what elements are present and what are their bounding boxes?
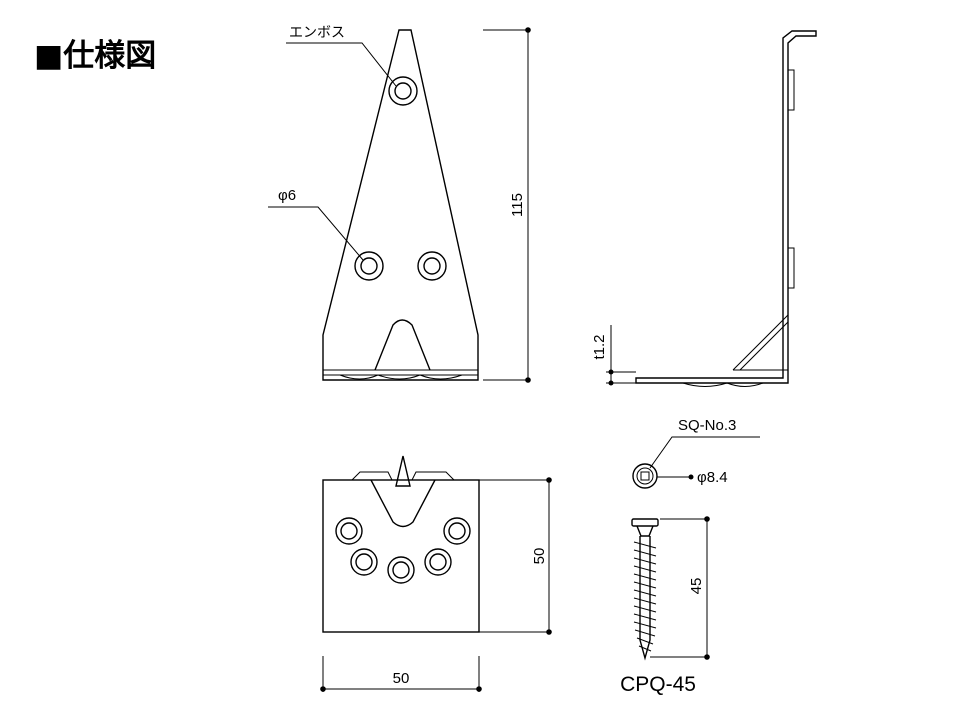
side-emboss-top [787, 69, 795, 111]
dim-dot [704, 654, 710, 660]
dim-dot [546, 477, 552, 483]
page-title: ■仕様図 [34, 38, 156, 74]
screw-length-label: 45 [688, 578, 705, 595]
emboss-hole [388, 76, 418, 106]
gusset-line-2 [739, 321, 789, 371]
hole-left [354, 251, 384, 281]
screw-head-inner [636, 467, 654, 485]
screw-head-circle [632, 463, 658, 489]
front-hole [424, 548, 452, 576]
front-notch [370, 479, 436, 528]
hole-dia-leader [268, 206, 364, 261]
front-height-label: 50 [531, 548, 548, 565]
gusset-line [732, 314, 789, 371]
screw-thread [633, 541, 657, 652]
hole-dia-label: φ6 [278, 187, 296, 204]
top-emboss-right [411, 471, 455, 481]
screw-head-view: SQ-No.3 φ8.4 [632, 417, 760, 489]
height-dimension-label: 115 [509, 193, 526, 217]
screw-head-dia-label: φ8.4 [697, 469, 728, 486]
dim-dot [704, 516, 710, 522]
screw-model-label: CPQ-45 [620, 673, 696, 696]
dim-dot [546, 629, 552, 635]
front-plate-outline [322, 479, 480, 633]
dim-dot [688, 474, 694, 480]
front-hole [350, 548, 378, 576]
dim-dot [608, 380, 614, 386]
front-hole [335, 517, 363, 545]
screw-head [631, 518, 659, 527]
dim-dot [476, 686, 482, 692]
side-emboss-bottom [682, 382, 764, 387]
side-emboss-mid [787, 247, 795, 289]
screw-head-type-label: SQ-No.3 [678, 417, 736, 434]
emboss-bumps [339, 374, 463, 380]
top-emboss-left [351, 471, 393, 481]
dim-dot [320, 686, 326, 692]
emboss-label: エンボス [289, 24, 345, 40]
thickness-label: t1.2 [591, 334, 608, 359]
triangle-bracket-outline [322, 29, 479, 381]
screw-side-view: 45 CPQ-45 [620, 516, 710, 696]
dim-dot [525, 27, 531, 33]
hole-right [417, 251, 447, 281]
front-hole [387, 556, 415, 584]
screw-shank [639, 536, 651, 661]
square-drive-icon [640, 471, 650, 481]
front-width-label: 50 [393, 670, 410, 687]
front-hole [443, 517, 471, 545]
dim-dot [525, 377, 531, 383]
screw-neck [636, 525, 654, 537]
l-profile-outline [635, 30, 817, 384]
top-spike [395, 455, 411, 487]
dim-dot [608, 369, 614, 375]
triangle-notch [374, 319, 431, 371]
emboss-leader [286, 42, 397, 87]
side-profile-view: t1.2 [591, 30, 817, 387]
screw-head-type-leader [649, 436, 760, 469]
triangle-bracket-view: エンボス φ6 115 [268, 24, 531, 383]
front-plate-view: 50 50 [320, 455, 552, 692]
